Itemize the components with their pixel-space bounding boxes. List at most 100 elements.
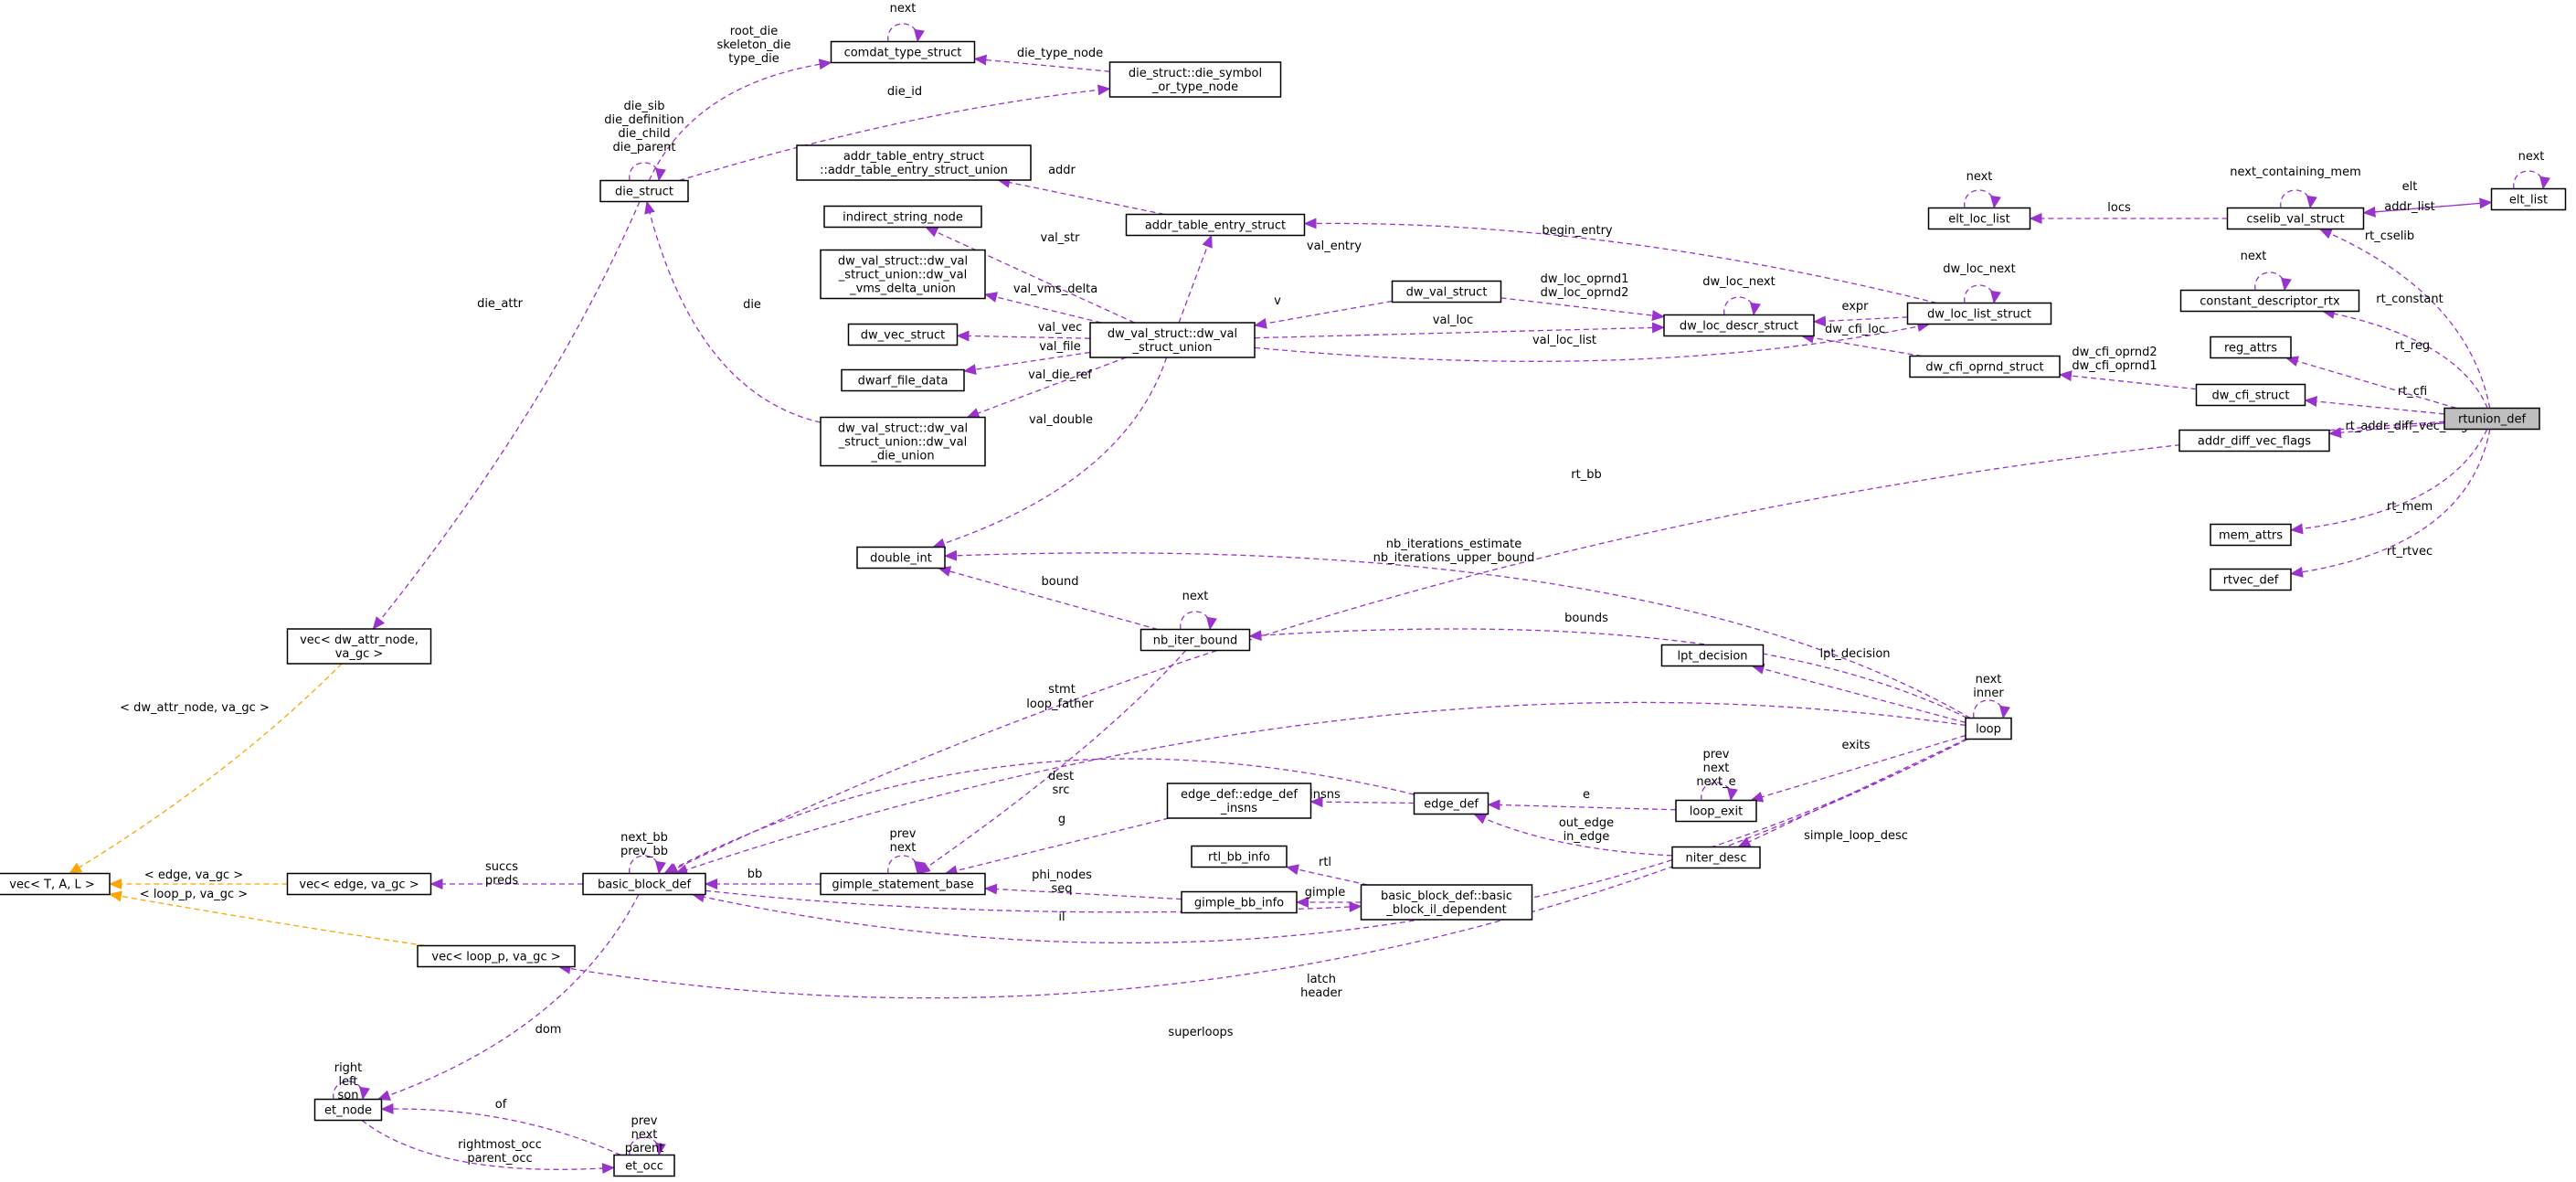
edge-rtunion-def-to-rtvec-def — [2290, 429, 2491, 578]
edge-label: die_child — [618, 127, 670, 141]
node-label: gimple_bb_info — [1194, 897, 1284, 910]
edge-die-struct-to-die-struct — [629, 162, 666, 182]
node-rtl-bb-info[interactable]: rtl_bb_info — [1191, 845, 1288, 868]
edge-dw-val-struct-to-dw-loc-descr-struct — [1500, 297, 1665, 321]
node-dw-val-struct[interactable]: dw_val_struct — [1391, 280, 1502, 303]
node-dw-loc-list-struct[interactable]: dw_loc_list_struct — [1906, 302, 2052, 325]
node-box — [820, 872, 986, 896]
edge-label: gimple — [1305, 886, 1345, 900]
edge-label: loop_father — [1026, 697, 1094, 711]
node-gimple-bb-info[interactable]: gimple_bb_info — [1181, 890, 1298, 914]
edge-label: phi_nodes — [1032, 868, 1092, 882]
edge-label: < edge, va_gc > — [144, 868, 243, 882]
edge-elt-loc-list-to-elt-loc-list — [1964, 189, 2001, 209]
node-dw-vec-struct[interactable]: dw_vec_struct — [847, 323, 959, 346]
edge-label: rt_cselib — [2365, 229, 2414, 243]
node-reg-attrs[interactable]: reg_attrs — [2210, 335, 2292, 359]
edge-elt-list-to-elt-list — [2513, 170, 2550, 190]
edge-label: src — [1053, 783, 1070, 797]
node-edge-def[interactable]: edge_def — [1413, 792, 1489, 815]
node-comdat-type-struct[interactable]: comdat_type_struct — [830, 40, 976, 64]
node-label: gimple_statement_base — [832, 879, 973, 892]
edge-label: skeleton_die — [716, 38, 790, 52]
edge-label: in_edge — [1564, 830, 1610, 844]
edge-dw-val-struct-union-to-vms-delta-union — [984, 292, 1102, 324]
edge-label: dw_cfi_oprnd2 — [2072, 346, 2157, 359]
edge-nb-iter-bound-to-double-int — [938, 566, 1159, 631]
node-basic-block-def[interactable]: basic_block_def — [582, 872, 706, 896]
edge-label: prev — [889, 827, 916, 841]
node-addr-diff-vec-flags[interactable]: addr_diff_vec_flags — [2178, 429, 2330, 453]
node-addr-table-entry-union[interactable]: addr_table_entry_struct::addr_table_entr… — [796, 144, 1032, 181]
node-label: et_node — [324, 1104, 372, 1118]
node-et-occ[interactable]: et_occ — [613, 1154, 675, 1177]
edge-label: rightmost_occ — [458, 1138, 542, 1152]
edge-label: superloops — [1168, 1026, 1233, 1039]
node-mem-attrs[interactable]: mem_attrs — [2210, 523, 2292, 547]
node-vms-delta-union[interactable]: dw_val_struct::dw_val_struct_union::dw_v… — [820, 249, 986, 300]
node-label: _die_union — [870, 450, 934, 463]
edge-label: parent_occ — [467, 1152, 532, 1166]
edge-label: addr_list — [2384, 200, 2434, 214]
edge-label: right — [334, 1061, 363, 1075]
edge-label: die — [743, 298, 761, 312]
edge-loop-to-lpt-decision — [1751, 664, 1966, 724]
node-vec-edge[interactable]: vec< edge, va_gc > — [286, 872, 432, 896]
edge-label: next — [631, 1128, 658, 1142]
node-label: constant_descriptor_rtx — [2200, 295, 2340, 309]
node-rtvec-def[interactable]: rtvec_def — [2210, 568, 2292, 591]
edge-label: e — [1583, 788, 1590, 802]
node-indirect-string-node[interactable]: indirect_string_node — [823, 205, 982, 229]
node-cselib-val-struct[interactable]: cselib_val_struct — [2226, 207, 2365, 230]
node-vec-loop-p[interactable]: vec< loop_p, va_gc > — [417, 944, 576, 968]
edge-constant-descriptor-rtx-to-constant-descriptor-rtx — [2254, 272, 2292, 292]
node-vec-TAL[interactable]: vec< T, A, L > — [0, 872, 111, 896]
node-die-union[interactable]: dw_val_struct::dw_val_struct_union::dw_v… — [820, 416, 986, 467]
node-die-symbol-or-type-node[interactable]: die_struct::die_symbol_or_type_node — [1108, 61, 1282, 98]
node-lpt-decision[interactable]: lpt_decision — [1660, 644, 1765, 667]
node-label: nb_iter_bound — [1153, 634, 1237, 648]
node-label: die_struct — [615, 186, 673, 199]
node-box — [1965, 717, 2012, 740]
node-dw-cfi-struct[interactable]: dw_cfi_struct — [2195, 383, 2306, 407]
node-loop[interactable]: loop — [1965, 717, 2012, 740]
node-dw-cfi-oprnd-struct[interactable]: dw_cfi_oprnd_struct — [1909, 355, 2061, 378]
edge-nb-iter-bound-to-gimple-statement-base — [917, 650, 1187, 875]
edge-label: dom — [535, 1023, 562, 1037]
node-gimple-statement-base[interactable]: gimple_statement_base — [820, 872, 986, 896]
node-label: indirect_string_node — [843, 211, 963, 225]
node-bb-il-dependent[interactable]: basic_block_def::basic_block_il_dependen… — [1360, 884, 1533, 921]
node-die-struct[interactable]: die_struct — [599, 179, 689, 203]
node-label: _struct_union::dw_val — [838, 269, 967, 282]
node-label: vec< dw_attr_node, — [300, 634, 419, 647]
node-elt-list[interactable]: elt_list — [2490, 187, 2567, 211]
node-dwarf-file-data[interactable]: dwarf_file_data — [841, 368, 965, 392]
edge-dw-val-struct-union-to-dw-loc-descr-struct — [1254, 322, 1665, 339]
node-vec-dw-attr[interactable]: vec< dw_attr_node, va_gc > — [286, 628, 432, 665]
node-nb-iter-bound[interactable]: nb_iter_bound — [1140, 628, 1251, 652]
node-niter-desc[interactable]: niter_desc — [1671, 846, 1761, 869]
node-loop-exit[interactable]: loop_exit — [1675, 799, 1757, 823]
edge-label: dw_loc_oprnd2 — [1541, 286, 1629, 300]
edge-label: stmt — [1048, 683, 1076, 697]
node-elt-loc-list[interactable]: elt_loc_list — [1927, 207, 2031, 230]
node-dw-val-struct-union[interactable]: dw_val_struct::dw_val_struct_union — [1089, 322, 1256, 358]
node-rtunion-def[interactable]: rtunion_def — [2443, 407, 2540, 431]
node-label: elt_loc_list — [1948, 213, 2010, 227]
edge-label: rt_reg — [2395, 339, 2430, 353]
node-double-int[interactable]: double_int — [856, 546, 946, 570]
edge-elt-list-to-cselib-val-struct — [2362, 201, 2492, 218]
node-box — [2210, 523, 2292, 547]
node-label: dw_loc_list_struct — [1927, 308, 2031, 322]
node-dw-loc-descr-struct[interactable]: dw_loc_descr_struct — [1663, 314, 1815, 337]
edge-label: succs — [485, 860, 518, 874]
node-edge-def-insns[interactable]: edge_def::edge_def_insns — [1166, 783, 1312, 819]
edge-label: lpt_decision — [1819, 647, 1890, 661]
node-et-node[interactable]: et_node — [313, 1098, 383, 1122]
edge-vec-loop-p-to-vec-TAL — [109, 890, 426, 947]
node-constant-descriptor-rtx[interactable]: constant_descriptor_rtx — [2179, 289, 2360, 313]
edge-label: g — [1058, 813, 1065, 826]
edge-dw-cfi-struct-to-dw-cfi-oprnd-struct — [2059, 370, 2197, 390]
edge-gimple-statement-base-to-gimple-statement-base — [887, 855, 925, 875]
node-addr-table-entry-struct[interactable]: addr_table_entry_struct — [1125, 213, 1306, 237]
